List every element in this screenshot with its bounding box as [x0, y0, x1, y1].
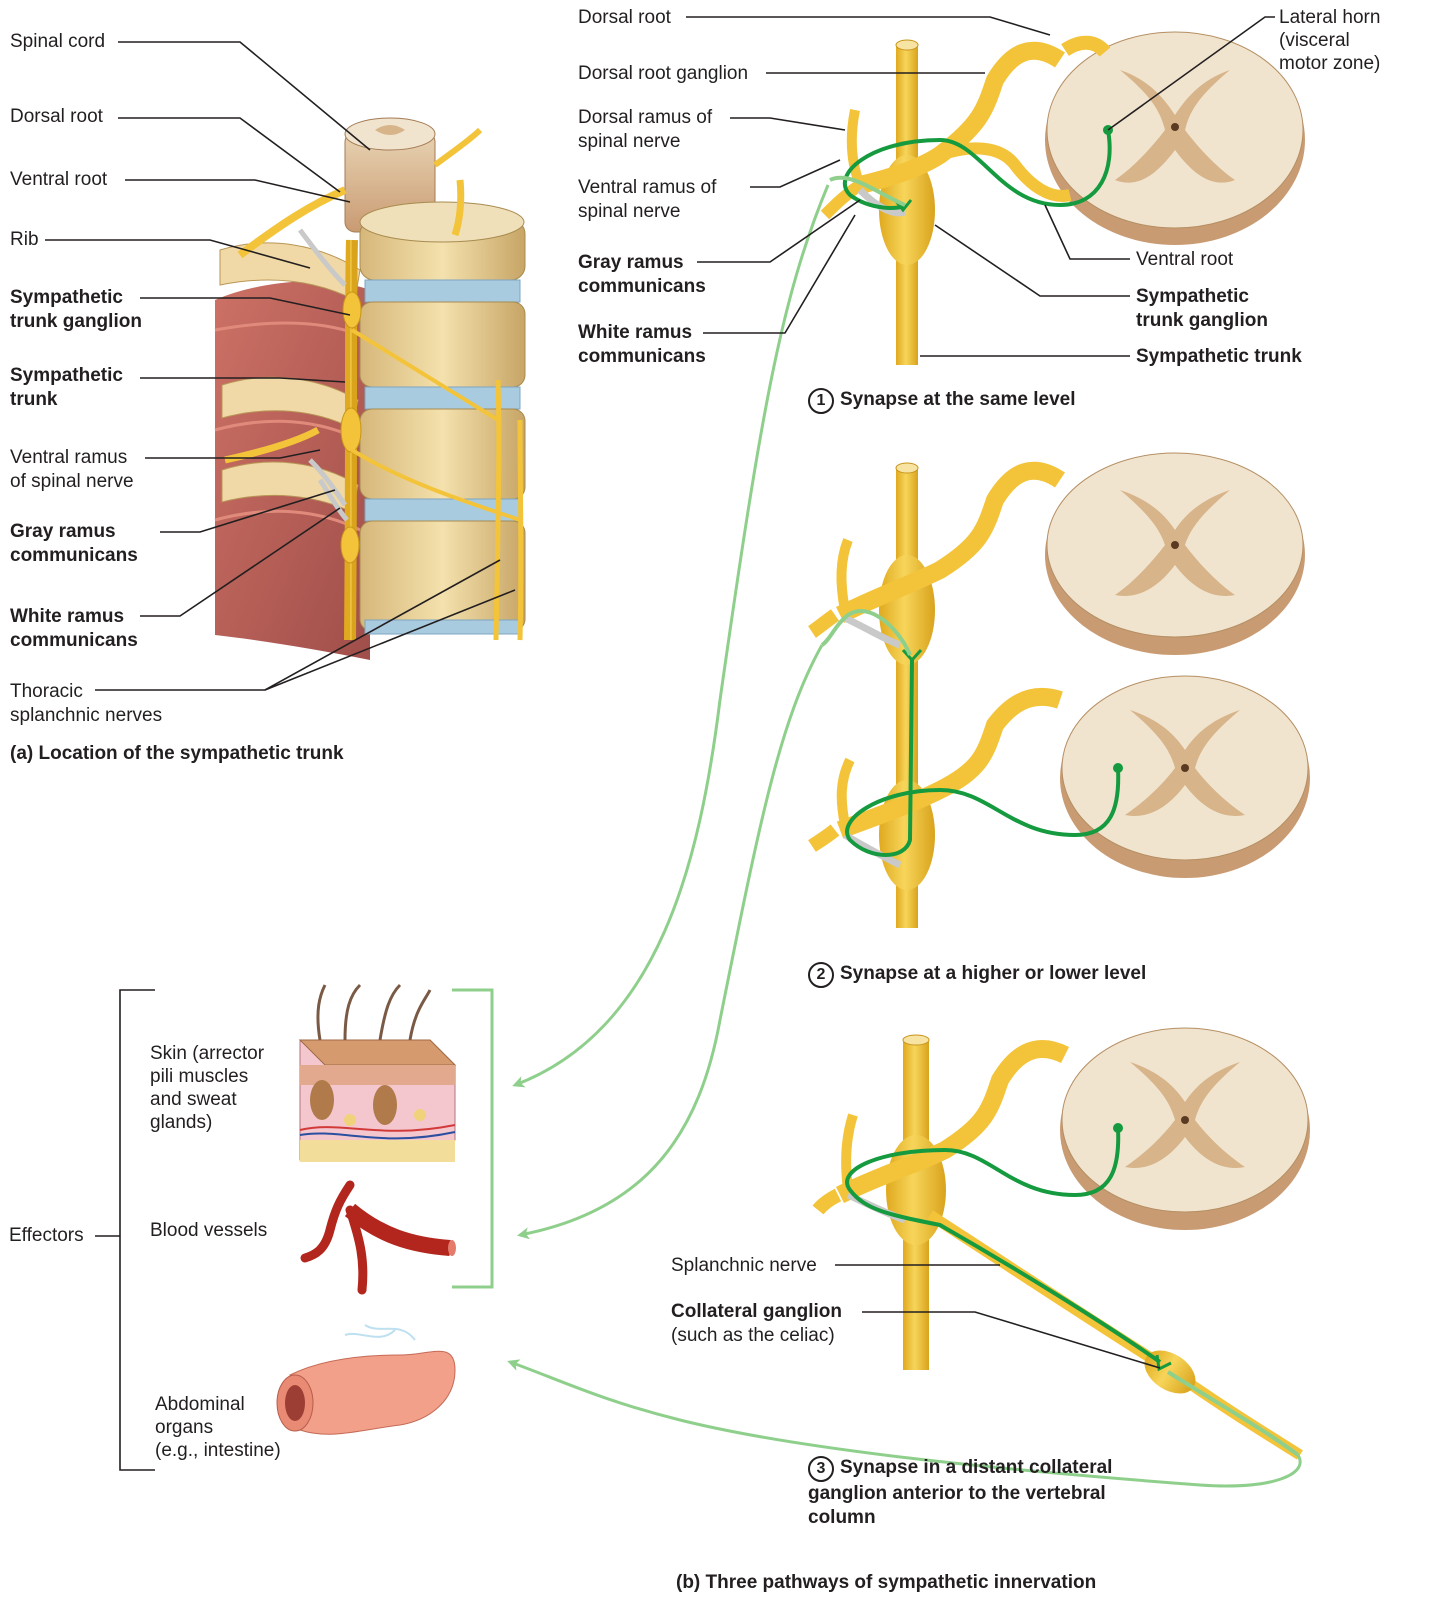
label-sympathetic-trunk-b: Sympathetic trunk — [1136, 345, 1302, 369]
label-line: (such as the celiac) — [671, 1324, 842, 1348]
label-line: White ramus — [578, 321, 706, 345]
label-line: communicans — [10, 544, 138, 568]
label-sympathetic-trunk-ganglion-b: Sympathetic trunk ganglion — [1136, 285, 1268, 333]
label-dorsal-ramus: Dorsal ramus of spinal nerve — [578, 106, 712, 154]
label-white-ramus-b: White ramus communicans — [578, 321, 706, 369]
label-line: trunk ganglion — [10, 310, 142, 334]
label-line: (e.g., intestine) — [155, 1439, 281, 1462]
label-line: Thoracic — [10, 680, 162, 704]
pathway-2-caption: 2 Synapse at a higher or lower level — [808, 962, 1146, 988]
label-line: organs — [155, 1416, 281, 1439]
label-line: splanchnic nerves — [10, 704, 162, 728]
label-line: glands) — [150, 1111, 264, 1134]
label-line: communicans — [578, 345, 706, 369]
label-line: Abdominal — [155, 1393, 281, 1416]
label-line: Collateral ganglion — [671, 1300, 842, 1324]
pathway-2-illustration — [812, 453, 1310, 928]
label-line: spinal nerve — [578, 130, 712, 154]
label-line: Dorsal ramus of — [578, 106, 712, 130]
pathway-number-badge: 1 — [808, 388, 834, 414]
label-line: Gray ramus — [10, 520, 138, 544]
effectors-bracket — [95, 990, 155, 1470]
intestine-illustration — [277, 1325, 455, 1434]
label-abdominal-organs: Abdominal organs (e.g., intestine) — [155, 1393, 281, 1462]
pathway-3-caption: 3 Synapse in a distant collateral ganglio… — [808, 1456, 1112, 1530]
label-line: trunk — [10, 388, 123, 412]
label-line: (visceral — [1279, 29, 1380, 52]
caption-panel-b: (b) Three pathways of sympathetic innerv… — [676, 1571, 1096, 1595]
skin-illustration — [300, 985, 455, 1162]
label-skin: Skin (arrector pili muscles and sweat gl… — [150, 1042, 264, 1134]
label-line: Ventral ramus — [10, 446, 134, 470]
label-line: communicans — [10, 629, 138, 653]
label-dorsal-root-a: Dorsal root — [10, 105, 103, 129]
label-ventral-ramus-b: Ventral ramus of spinal nerve — [578, 176, 716, 224]
label-dorsal-root-ganglion: Dorsal root ganglion — [578, 62, 748, 86]
label-blood-vessels: Blood vessels — [150, 1219, 267, 1243]
pathway-number-badge: 3 — [808, 1456, 834, 1482]
pathway-text: Synapse at a higher or lower level — [840, 963, 1146, 984]
label-collateral-ganglion: Collateral ganglion (such as the celiac) — [671, 1300, 842, 1348]
label-line: Sympathetic — [10, 364, 123, 388]
label-white-ramus-a: White ramus communicans — [10, 605, 138, 653]
label-line: Skin (arrector — [150, 1042, 264, 1065]
panel-a-illustration — [215, 118, 525, 660]
label-line: and sweat — [150, 1088, 264, 1111]
pathway-1-caption: 1 Synapse at the same level — [808, 388, 1076, 414]
pathway-text: Synapse at the same level — [840, 389, 1076, 410]
label-rib: Rib — [10, 228, 39, 252]
label-line: of spinal nerve — [10, 470, 134, 494]
pathway-number-badge: 2 — [808, 962, 834, 988]
pathway-text: Synapse in a distant collateral — [840, 1457, 1112, 1478]
green-bracket — [452, 990, 492, 1287]
label-dorsal-root-b: Dorsal root — [578, 6, 671, 30]
label-sympathetic-trunk-a: Sympathetic trunk — [10, 364, 123, 412]
label-line: Sympathetic — [10, 286, 142, 310]
label-line: motor zone) — [1279, 52, 1380, 75]
blood-vessel-illustration — [305, 1185, 456, 1290]
label-gray-ramus-a: Gray ramus communicans — [10, 520, 138, 568]
label-gray-ramus-b: Gray ramus communicans — [578, 251, 706, 299]
label-ventral-root-b: Ventral root — [1136, 248, 1233, 272]
label-lateral-horn: Lateral horn (visceral motor zone) — [1279, 6, 1380, 75]
label-sympathetic-trunk-ganglion-a: Sympathetic trunk ganglion — [10, 286, 142, 334]
caption-panel-a: (a) Location of the sympathetic trunk — [10, 742, 344, 766]
label-line: Gray ramus — [578, 251, 706, 275]
label-effectors: Effectors — [9, 1224, 84, 1248]
label-line: communicans — [578, 275, 706, 299]
label-line: trunk ganglion — [1136, 309, 1268, 333]
label-line: spinal nerve — [578, 200, 716, 224]
pathway-text: ganglion anterior to the vertebral — [808, 1483, 1106, 1504]
pathway-text: column — [808, 1507, 876, 1528]
pathway-3-illustration — [818, 1028, 1310, 1455]
label-spinal-cord: Spinal cord — [10, 30, 105, 54]
label-thoracic-splanchnic: Thoracic splanchnic nerves — [10, 680, 162, 728]
label-splanchnic-nerve: Splanchnic nerve — [671, 1254, 817, 1278]
label-line: Sympathetic — [1136, 285, 1268, 309]
label-ventral-root-a: Ventral root — [10, 168, 107, 192]
label-line: White ramus — [10, 605, 138, 629]
label-line: Lateral horn — [1279, 6, 1380, 29]
label-line: pili muscles — [150, 1065, 264, 1088]
label-ventral-ramus-a: Ventral ramus of spinal nerve — [10, 446, 134, 494]
label-line: Ventral ramus of — [578, 176, 716, 200]
